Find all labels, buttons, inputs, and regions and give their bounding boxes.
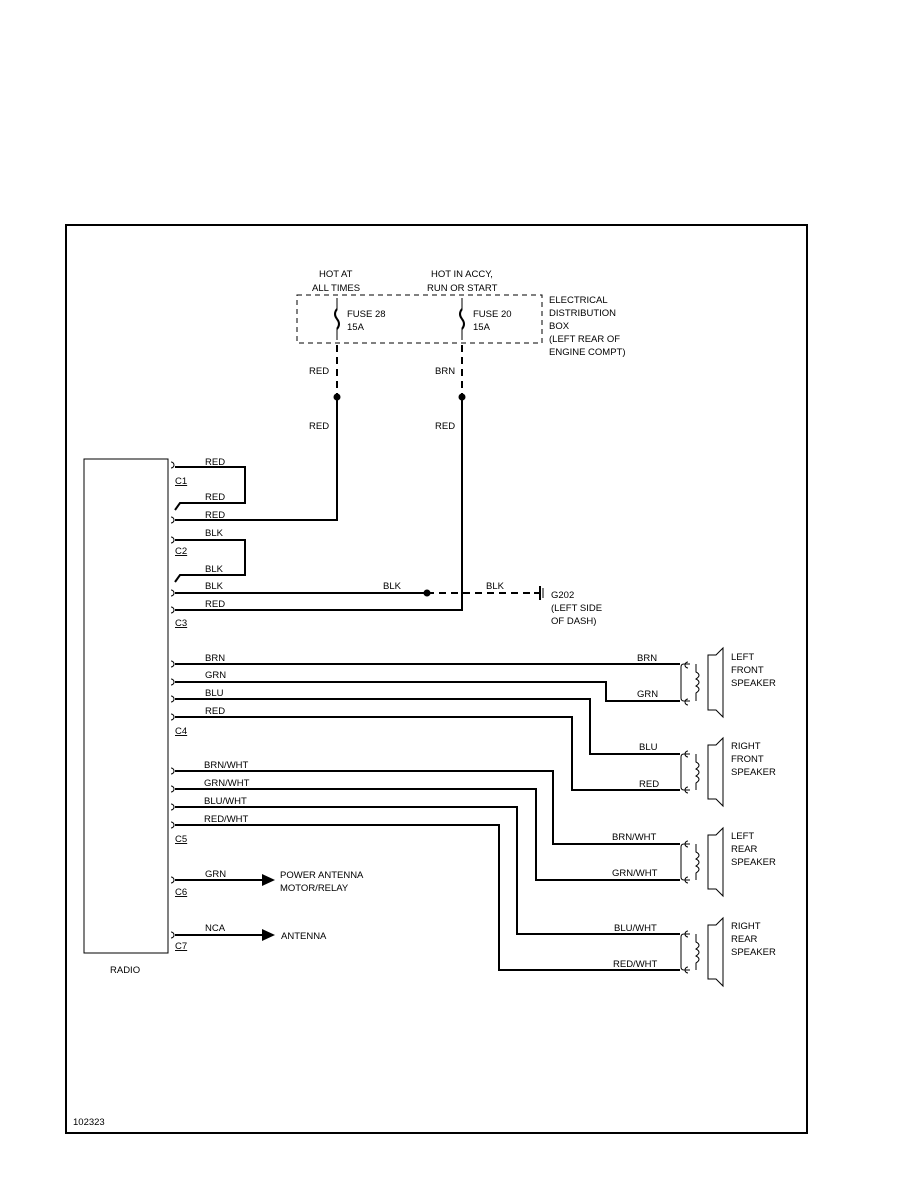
speaker-right-rear-label-2: REAR xyxy=(731,934,758,945)
fuse-28-rating: 15A xyxy=(347,322,365,333)
speaker-right-front-icon xyxy=(680,736,724,808)
speaker-right-front-label-3: SPEAKER xyxy=(731,767,776,778)
wire-label-grn: GRN xyxy=(205,670,226,681)
ground-icon xyxy=(534,586,544,600)
speaker-right-front: RIGHT FRONT SPEAKER xyxy=(680,736,776,808)
wire-label-c1-red-3: RED xyxy=(205,510,225,521)
wire-label-blk-right: BLK xyxy=(486,581,505,592)
wire-label-c2-blk-3: BLK xyxy=(205,581,224,592)
ground-label-3: OF DASH) xyxy=(551,616,596,627)
fuse-20-label: FUSE 20 xyxy=(473,309,512,320)
arrow-right-icon-2 xyxy=(262,929,275,941)
fuse-28-label: FUSE 28 xyxy=(347,309,386,320)
wire-red-feed-2 xyxy=(175,397,463,611)
diagram-id: 102323 xyxy=(73,1117,105,1128)
wire-label-red-spk: RED xyxy=(639,779,659,790)
speaker-left-front-label-3: SPEAKER xyxy=(731,678,776,689)
connector-c1: C1 xyxy=(175,476,187,487)
wire-label-brn-spk: BRN xyxy=(637,653,657,664)
speaker-right-front-label-2: FRONT xyxy=(731,754,764,765)
wire-label-red-upper: RED xyxy=(309,366,329,377)
wire-label-blu-spk: BLU xyxy=(639,742,658,753)
wire-label-c1-red-2: RED xyxy=(205,492,225,503)
radio-terminals xyxy=(170,461,175,939)
wire-label-c2-blk-1: BLK xyxy=(205,528,224,539)
speaker-right-rear-label-3: SPEAKER xyxy=(731,947,776,958)
wire-label-red-c4: RED xyxy=(205,706,225,717)
speaker-left-front: LEFT FRONT SPEAKER xyxy=(680,646,776,719)
antenna-label: ANTENNA xyxy=(281,931,327,942)
front-speaker-wires: BRN GRN BLU RED BRN GRN BLU RED xyxy=(175,653,680,791)
speaker-left-front-icon xyxy=(680,646,724,719)
power-section: HOT AT ALL TIMES HOT IN ACCY, RUN OR STA… xyxy=(175,269,626,611)
diagram-frame xyxy=(65,224,808,1134)
wire-label-blu: BLU xyxy=(205,688,224,699)
wire-label-blk-mid: BLK xyxy=(383,581,402,592)
speaker-left-rear-label-1: LEFT xyxy=(731,831,754,842)
hot-left-line1: HOT AT xyxy=(319,269,353,280)
wire-label-nca: NCA xyxy=(205,923,226,934)
wire-label-brn-wht: BRN/WHT xyxy=(204,760,249,771)
wire-label-grn-wht: GRN/WHT xyxy=(204,778,250,789)
hot-right-line2: RUN OR START xyxy=(427,283,498,294)
power-antenna-circuit: GRN POWER ANTENNA MOTOR/RELAY xyxy=(175,869,364,894)
box-label-5: ENGINE COMPT) xyxy=(549,347,626,358)
speaker-right-front-label-1: RIGHT xyxy=(731,741,761,752)
wire-label-red-lower-left: RED xyxy=(309,421,329,432)
box-label-4: (LEFT REAR OF xyxy=(549,334,620,345)
connector-c7: C7 xyxy=(175,941,187,952)
wire-label-c1-red-1: RED xyxy=(205,457,225,468)
box-label-1: ELECTRICAL xyxy=(549,295,608,306)
connector-c6: C6 xyxy=(175,887,187,898)
speaker-left-rear-icon xyxy=(680,826,724,898)
distribution-box xyxy=(296,294,543,344)
speaker-left-rear: LEFT REAR SPEAKER xyxy=(680,826,776,898)
antenna-circuit: NCA ANTENNA xyxy=(175,923,327,942)
wire-label-c2-blk-2: BLK xyxy=(205,564,224,575)
wire-label-red-wht-spk: RED/WHT xyxy=(613,959,658,970)
fuse-20-rating: 15A xyxy=(473,322,491,333)
speaker-left-front-label-2: FRONT xyxy=(731,665,764,676)
hot-right-line1: HOT IN ACCY, xyxy=(431,269,493,280)
speaker-left-rear-label-3: SPEAKER xyxy=(731,857,776,868)
fuse-20-icon xyxy=(459,308,465,330)
connector-c5: C5 xyxy=(175,834,187,845)
box-label-2: DISTRIBUTION xyxy=(549,308,616,319)
ground-label-1: G202 xyxy=(551,590,574,601)
wire-label-grn-c6: GRN xyxy=(205,869,226,880)
fuse-28-icon xyxy=(334,308,340,330)
speaker-left-rear-label-2: REAR xyxy=(731,844,758,855)
ground-circuit: BLK BLK G202 (LEFT SIDE OF DASH) xyxy=(175,581,602,627)
rear-speaker-wires: BRN/WHT GRN/WHT BLU/WHT RED/WHT BRN/WHT … xyxy=(175,760,680,971)
wire-label-grn-wht-spk: GRN/WHT xyxy=(612,868,658,879)
wire-label-red-wht: RED/WHT xyxy=(204,814,249,825)
speaker-right-rear: RIGHT REAR SPEAKER xyxy=(680,916,776,988)
power-antenna-label-2: MOTOR/RELAY xyxy=(280,883,349,894)
power-antenna-label-1: POWER ANTENNA xyxy=(280,870,364,881)
wire-label-brn-upper: BRN xyxy=(435,366,455,377)
connector-c4: C4 xyxy=(175,726,187,737)
radio-body xyxy=(83,458,169,954)
connector-c2: C2 xyxy=(175,546,187,557)
wire-label-grn-spk: GRN xyxy=(637,689,658,700)
jumper-wires: RED RED RED BLK BLK BLK RED xyxy=(174,457,246,610)
wire-label-c3-red: RED xyxy=(205,599,225,610)
wire-label-blu-wht: BLU/WHT xyxy=(204,796,247,807)
box-label-3: BOX xyxy=(549,321,570,332)
hot-left-line2: ALL TIMES xyxy=(312,283,360,294)
wire-label-red-lower-right: RED xyxy=(435,421,455,432)
wire-red-feed xyxy=(175,397,338,521)
arrow-right-icon xyxy=(262,874,275,886)
connector-c3: C3 xyxy=(175,618,187,629)
ground-label-2: (LEFT SIDE xyxy=(551,603,602,614)
wire-label-brn: BRN xyxy=(205,653,225,664)
speaker-right-rear-icon xyxy=(680,916,724,988)
wire-label-brn-wht-spk: BRN/WHT xyxy=(612,832,657,843)
speaker-right-rear-label-1: RIGHT xyxy=(731,921,761,932)
wire-label-blu-wht-spk: BLU/WHT xyxy=(614,923,657,934)
speaker-left-front-label-1: LEFT xyxy=(731,652,754,663)
radio-label: RADIO xyxy=(110,965,140,976)
